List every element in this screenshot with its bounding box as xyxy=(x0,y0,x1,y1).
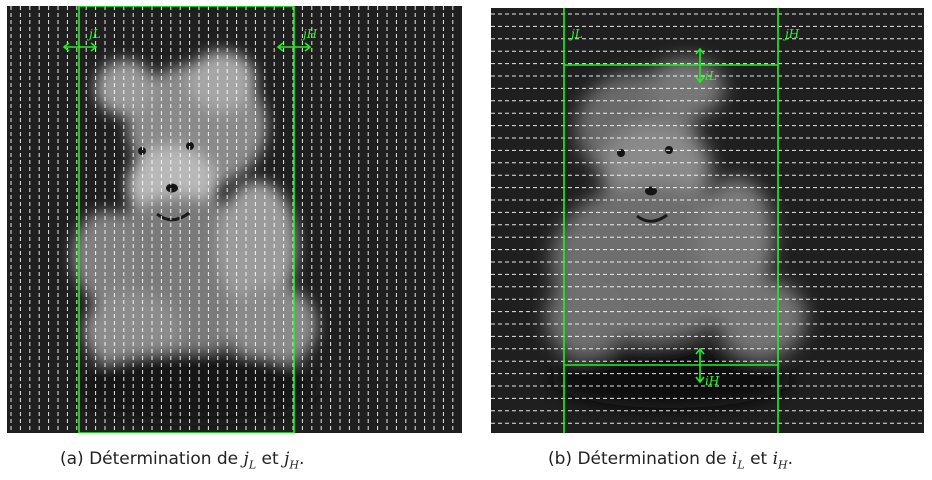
caption-b-var1-base: i xyxy=(731,449,738,469)
label-ih-b: iH xyxy=(705,374,720,388)
label-jl-a: jL xyxy=(86,27,101,41)
teddy-bear-a xyxy=(72,51,317,421)
caption-b-prefix: (b) Détermination de xyxy=(548,449,732,469)
caption-b-var1: iL xyxy=(731,449,745,472)
panel-b-image: jL jH iL iH xyxy=(491,8,924,433)
caption-a-var1-base: j xyxy=(243,449,249,469)
label-jh-a: jH xyxy=(300,27,318,41)
horizontal-scan-lines xyxy=(491,13,924,424)
caption-a-prefix: (a) Détermination de xyxy=(60,449,244,469)
caption-a-var2-base: j xyxy=(284,449,290,469)
bounding-box-a xyxy=(78,6,295,433)
caption-a-suffix: . xyxy=(298,449,305,469)
teddy-bear-b xyxy=(546,58,806,408)
label-jl-b: jL xyxy=(568,27,583,41)
caption-a-var2: jH xyxy=(284,449,299,472)
caption-a-connector: et xyxy=(256,449,285,469)
caption-b-var2-sub: H xyxy=(778,458,788,472)
panel-a-image: jL jH xyxy=(7,6,462,433)
caption-b-var2-base: i xyxy=(772,449,779,469)
caption-a-var1-sub: L xyxy=(248,458,257,472)
panel-b-canvas: jL jH iL iH xyxy=(491,8,924,433)
caption-b-suffix: . xyxy=(787,449,794,469)
arrow-jh-a xyxy=(276,42,312,52)
label-il-b: iL xyxy=(705,69,717,83)
caption-b-var1-sub: L xyxy=(737,458,745,472)
label-jh-b: jH xyxy=(782,27,800,41)
caption-a-var1: jL xyxy=(243,449,257,472)
arrow-jl-a xyxy=(62,42,98,52)
teddy-face-b xyxy=(617,146,673,223)
vertical-scan-lines xyxy=(10,6,454,433)
arrow-il-b xyxy=(695,47,705,84)
caption-b-var2: iH xyxy=(772,449,788,472)
caption-b: (b) Détermination de iL et iH. xyxy=(548,449,793,471)
caption-a: (a) Détermination de jL et jH. xyxy=(60,449,304,471)
caption-a-var2-sub: H xyxy=(289,458,299,472)
teddy-face-a xyxy=(138,142,194,222)
panel-a-canvas: jL jH xyxy=(10,6,454,433)
arrow-ih-b xyxy=(695,347,705,384)
caption-b-connector: et xyxy=(744,449,773,469)
